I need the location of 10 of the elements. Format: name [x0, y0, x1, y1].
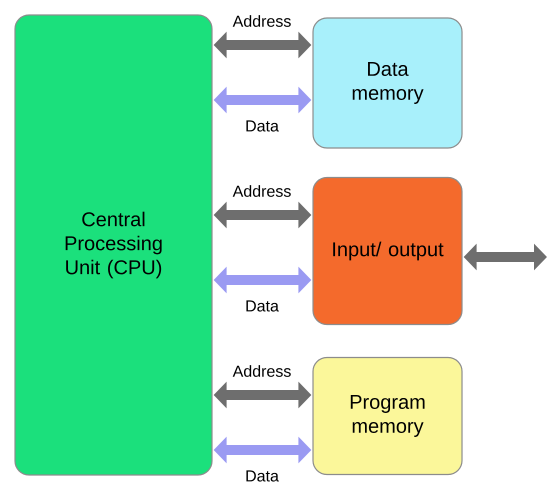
edge-label: Data [244, 469, 280, 483]
edge-label: Data [244, 119, 280, 133]
block-box: Program memory [312, 356, 463, 476]
edge-label: Address [232, 184, 292, 198]
block-box: Input/ output [312, 176, 463, 326]
block-box: Central Processing Unit (CPU) [14, 14, 213, 476]
block-box: Data memory [312, 17, 463, 149]
edge-label: Address [232, 364, 292, 378]
edge-label: Address [232, 14, 292, 28]
edge-label: Data [244, 299, 280, 313]
